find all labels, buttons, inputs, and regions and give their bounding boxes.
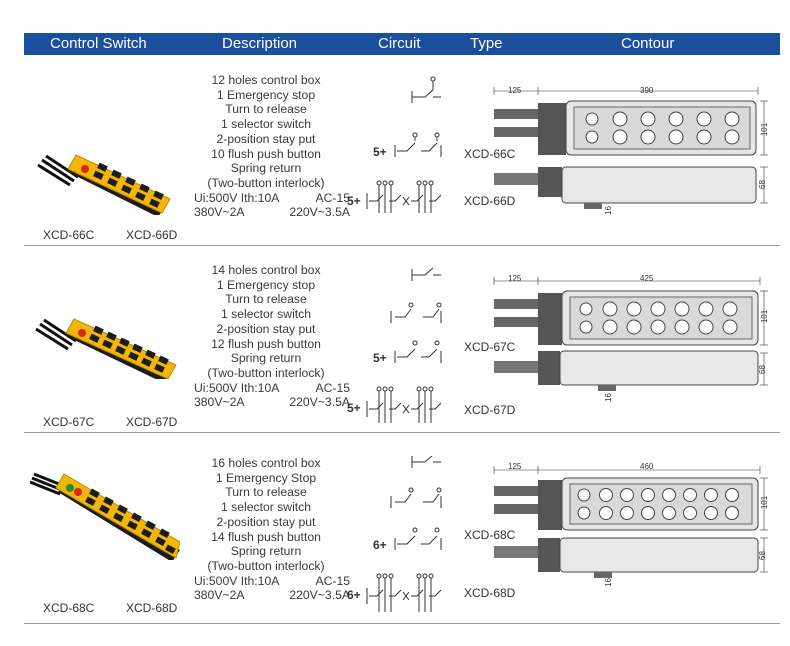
- header-contour: Contour: [621, 35, 675, 52]
- table-row: 14 holes control box 1 Emergency stop Tu…: [0, 263, 790, 453]
- desc-line: 1 Emergency stop: [216, 277, 316, 292]
- desc-line: Spring return: [230, 544, 302, 559]
- rating-line: Ui:500V Ith:10A AC-15: [180, 191, 352, 206]
- contour-drawing: [493, 87, 768, 209]
- contour-drawing: [493, 277, 768, 391]
- table-row: 16 holes control box 1 Emergency Stop Tu…: [0, 456, 790, 646]
- model-label: XCD-66D: [126, 228, 178, 242]
- description-cell: 14 holes control box 1 Emergency stop Tu…: [180, 263, 352, 410]
- model-label: XCD-66C: [43, 228, 95, 242]
- desc-line: 1 Emergency Stop: [215, 470, 317, 485]
- desc-line: 14 holes control box: [211, 263, 321, 277]
- product-image: [37, 154, 171, 215]
- rating-line: 380V~2A 220V~3.5A: [180, 205, 352, 220]
- dimension-label: 125: [508, 86, 522, 95]
- desc-line: 1 Emergency stop: [216, 87, 316, 102]
- desc-line: 2-position stay put: [216, 131, 316, 146]
- dimension-label: 16: [603, 393, 613, 402]
- rating-text: 220V~3.5A: [289, 395, 350, 410]
- circuit-count: 5+: [373, 145, 387, 159]
- rating-text: 380V~2A: [194, 205, 245, 220]
- dimension-label: 390: [640, 86, 654, 95]
- dimension-label: 16: [603, 206, 613, 215]
- circuit-count: 5+: [373, 351, 387, 365]
- model-label: XCD-68D: [126, 601, 178, 615]
- rating-text: Ui:500V Ith:10A: [194, 573, 280, 588]
- desc-line: (Two-button interlock): [207, 558, 325, 573]
- description-cell: 12 holes control box 1 Emergency stop Tu…: [180, 73, 352, 220]
- rating-text: 220V~3.5A: [289, 205, 350, 220]
- rating-line: 380V~2A 220V~3.5A: [180, 395, 352, 410]
- dimension-label: 425: [640, 274, 654, 283]
- desc-line: Spring return: [230, 351, 302, 366]
- circuit-diagram: [366, 76, 442, 213]
- type-label: XCD-68C: [464, 528, 516, 542]
- header-circuit: Circuit: [378, 35, 421, 52]
- table-header: Control Switch Description Circuit Type …: [24, 33, 780, 55]
- rating-text: AC-15: [315, 380, 350, 395]
- rating-text: Ui:500V Ith:10A: [194, 190, 280, 205]
- desc-line: 1 selector switch: [220, 500, 312, 515]
- dimension-label: 101: [760, 495, 770, 510]
- product-image: [30, 472, 180, 560]
- desc-line: 12 holes control box: [211, 73, 321, 87]
- circuit-count: 6+: [347, 588, 361, 602]
- desc-line: Turn to release: [225, 102, 307, 117]
- type-label: XCD-67D: [464, 403, 516, 417]
- row-divider: [24, 245, 780, 246]
- description-cell: 16 holes control box 1 Emergency Stop Tu…: [180, 456, 352, 603]
- row-divider: [24, 432, 780, 433]
- rating-text: 380V~2A: [194, 588, 245, 603]
- rating-line: Ui:500V Ith:10A AC-15: [180, 381, 352, 396]
- dimension-label: 101: [760, 122, 770, 137]
- desc-line: Turn to release: [225, 485, 307, 500]
- desc-line: Turn to release: [225, 292, 307, 307]
- circuit-count: 5+: [347, 194, 361, 208]
- dimension-label: 101: [760, 309, 770, 324]
- dimension-label: 68: [757, 365, 767, 374]
- circuit-count: 6+: [373, 538, 387, 552]
- desc-line: 12 flush push button: [211, 336, 321, 351]
- row-divider: [24, 623, 780, 624]
- type-label: XCD-68D: [464, 586, 516, 600]
- desc-line: 2-position stay put: [216, 321, 316, 336]
- desc-line: 10 flush push button: [211, 146, 321, 161]
- model-label: XCD-67D: [126, 415, 178, 429]
- dimension-label: 125: [508, 274, 522, 283]
- dimension-label: 125: [508, 462, 522, 471]
- header-control-switch: Control Switch: [50, 35, 147, 52]
- desc-line: (Two-button interlock): [207, 365, 325, 380]
- type-label: XCD-66D: [464, 194, 516, 208]
- rating-text: 220V~3.5A: [289, 588, 350, 603]
- type-label: XCD-67C: [464, 340, 516, 354]
- product-image: [35, 318, 177, 379]
- rating-text: AC-15: [315, 190, 350, 205]
- desc-line: 1 selector switch: [220, 117, 312, 132]
- model-label: XCD-68C: [43, 601, 95, 615]
- dimension-label: 16: [603, 578, 613, 587]
- dimension-label: 68: [757, 180, 767, 189]
- desc-line: (Two-button interlock): [207, 175, 325, 190]
- desc-line: 2-position stay put: [216, 514, 316, 529]
- desc-line: 1 selector switch: [220, 307, 312, 322]
- header-description: Description: [222, 35, 298, 52]
- rating-text: 380V~2A: [194, 395, 245, 410]
- table-row: 12 holes control box 1 Emergency stop Tu…: [0, 73, 790, 263]
- circuit-count: 5+: [347, 401, 361, 415]
- rating-text: Ui:500V Ith:10A: [194, 380, 280, 395]
- dimension-label: 460: [640, 462, 654, 471]
- circuit-diagram: [366, 267, 442, 423]
- desc-line: 14 flush push button: [211, 529, 321, 544]
- rating-text: AC-15: [315, 573, 350, 588]
- rating-line: 380V~2A 220V~3.5A: [180, 588, 352, 603]
- desc-line: Spring return: [230, 161, 302, 176]
- rating-line: Ui:500V Ith:10A AC-15: [180, 574, 352, 589]
- contour-drawing: [493, 466, 768, 578]
- desc-line: 16 holes control box: [211, 456, 321, 470]
- circuit-diagram: [366, 456, 442, 612]
- dimension-label: 68: [757, 551, 767, 560]
- model-label: XCD-67C: [43, 415, 95, 429]
- header-type: Type: [470, 35, 503, 52]
- type-label: XCD-66C: [464, 147, 516, 161]
